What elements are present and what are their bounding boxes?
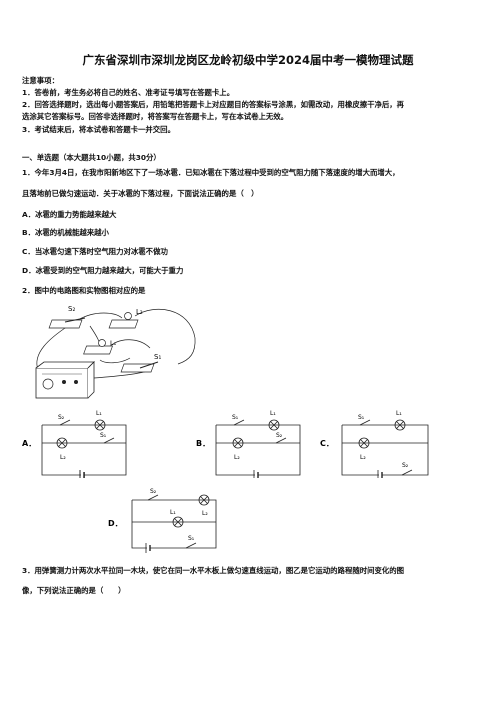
q1-stem-2: 且落地前已做匀速运动．关于冰雹的下落过程，下面说法正确的是（ ） (22, 189, 259, 198)
option-c-label: C． (320, 439, 334, 448)
notice-item-2: 2．回答选择题时，选出每小题答案后，用铅笔把答题卡上对应题目的答案标号涂黑，如需… (22, 100, 405, 109)
circuit-option-d: D． S₂ L₁ L₂ S₁ (108, 488, 217, 554)
option-a-label: A． (22, 439, 36, 448)
b-s2: S₂ (276, 432, 283, 439)
c-s1: S₁ (358, 414, 365, 421)
q3-stem-2: 像，下列说法正确的是（ ） (22, 586, 126, 595)
b-s1: S₁ (232, 414, 239, 421)
d-s1: S₁ (188, 535, 195, 542)
label-s1-physical: S₁ (154, 353, 161, 361)
page-title: 广东省深圳市深圳龙岗区龙岭初级中学2024届中考一模物理试题 (82, 53, 414, 67)
q1-stem-1: 1．今年3月4日，在我市阳新地区下了一场冰雹．已知冰雹在下落过程中受到的空气阻力… (22, 168, 400, 177)
physical-lamp-l2 (108, 312, 139, 329)
physical-switch-s2 (48, 317, 86, 329)
a-l2: L₂ (60, 454, 66, 461)
option-d-label: D． (108, 519, 123, 528)
circuit-option-c: C． S₁ L₁ L₂ S₂ (320, 410, 429, 478)
section-heading: 一、单选题（本大题共10小题，共30分） (22, 153, 161, 162)
c-l1: L₁ (396, 410, 402, 417)
label-l2-physical: L₂ (136, 308, 143, 316)
circuit-option-a: A． S₂ L₁ S₁ L₂ (22, 410, 127, 478)
q2-stem: 2．图中的电路图和实物图相对应的是 (22, 286, 146, 295)
a-s2: S₂ (58, 414, 65, 421)
a-s1: S₁ (100, 432, 107, 439)
label-l1-physical: L₁ (110, 339, 117, 347)
q1-option-b: B．冰雹的机械能越来越小 (22, 228, 109, 237)
circuit-option-b: B． S₁ L₁ S₂ L₂ (196, 410, 301, 478)
power-supply-box (35, 361, 95, 399)
physical-circuit-figure: S₂ L₂ L₁ S₁ (35, 305, 196, 399)
d-l1: L₁ (170, 509, 176, 516)
q1-option-c: C．当冰雹匀速下落时空气阻力对冰雹不做功 (22, 247, 168, 256)
a-l1: L₁ (96, 410, 102, 417)
c-l2: L₂ (360, 454, 366, 461)
c-s2: S₂ (402, 462, 409, 469)
d-s2: S₂ (150, 488, 157, 495)
q1-option-a: A．冰雹的重力势能越来越大 (22, 210, 117, 219)
q1-option-d: D．冰雹受到的空气阻力越来越大，可能大于重力 (22, 266, 184, 275)
option-b-label: B． (196, 439, 210, 448)
physical-switch-s1 (120, 361, 159, 373)
notice-item-1: 1．答卷前，考生务必将自己的姓名、准考证号填写在答题卡上。 (22, 88, 235, 97)
physical-lamp-l1 (83, 339, 114, 355)
notice-heading: 注意事项： (22, 76, 59, 85)
d-l2: L₂ (202, 510, 208, 517)
label-s2-physical: S₂ (68, 305, 75, 313)
b-l2: L₂ (234, 454, 240, 461)
notice-item-2-cont: 选涂其它答案标号。回答非选择题时，将答案写在答题卡上，写在本试卷上无效。 (22, 112, 289, 121)
b-l1: L₁ (270, 410, 276, 417)
notice-item-3: 3．考试结束后，将本试卷和答题卡一并交回。 (22, 125, 175, 134)
q3-stem-1: 3．用弹簧测力计两次水平拉同一木块，使它在同一水平木板上做匀速直线运动，图乙是它… (22, 566, 405, 575)
